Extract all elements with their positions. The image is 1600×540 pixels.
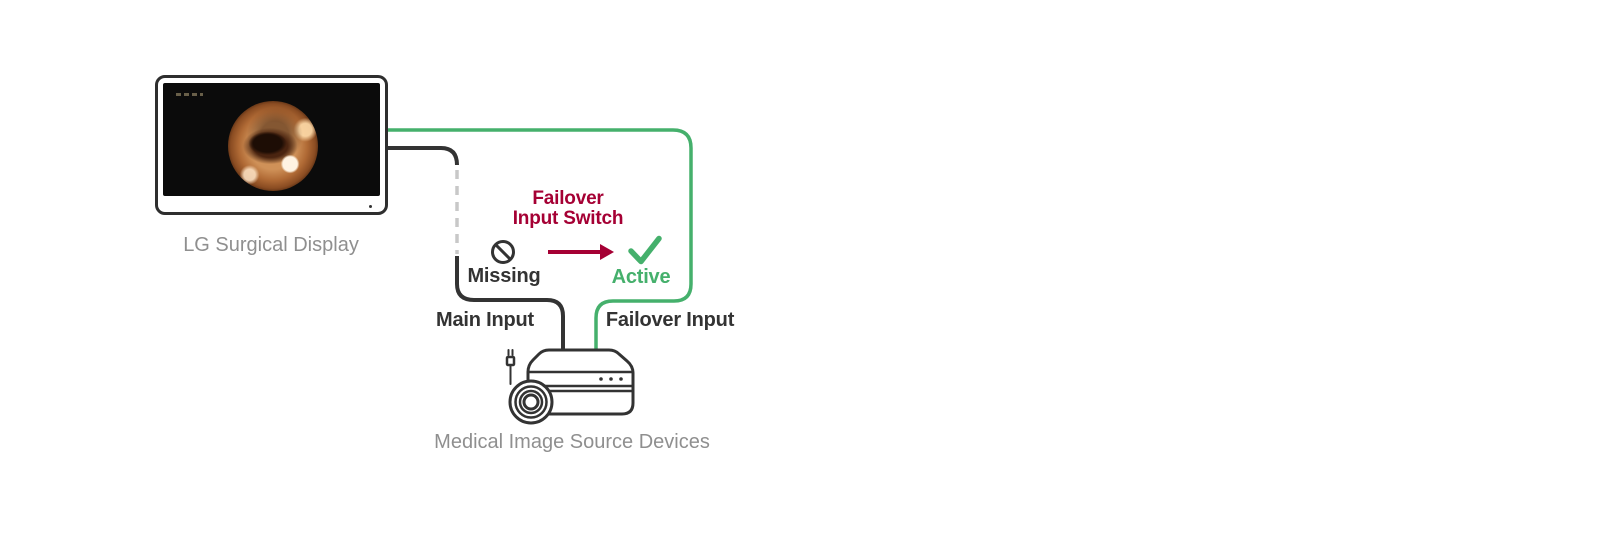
- active-label: Active: [611, 266, 671, 288]
- main-input-wire-top: [388, 146, 459, 166]
- failover-switch-title-line1: Failover: [532, 188, 604, 209]
- display-screen: [163, 83, 380, 196]
- failover-input-label: Failover Input: [605, 309, 735, 331]
- failover-input-wire: [388, 128, 693, 353]
- lg-display-monitor: [155, 75, 388, 215]
- missing-label: Missing: [467, 265, 541, 287]
- endoscopy-image: [228, 101, 318, 191]
- prohibition-icon: [491, 240, 515, 264]
- source-device-icon: [505, 348, 635, 425]
- main-input-label: Main Input: [436, 309, 534, 331]
- source-devices-caption: Medical Image Source Devices: [434, 431, 710, 453]
- check-icon: [628, 235, 662, 265]
- failover-switch-title: Failover Input Switch: [468, 189, 668, 229]
- lg-display-caption: LG Surgical Display: [183, 234, 359, 256]
- screen-osd-text: [176, 93, 203, 96]
- power-led-dot: [369, 205, 372, 208]
- main-input-wire-bottom: [455, 256, 565, 353]
- arrow-right-icon: [548, 244, 614, 260]
- failover-switch-title-line2: Input Switch: [512, 208, 624, 229]
